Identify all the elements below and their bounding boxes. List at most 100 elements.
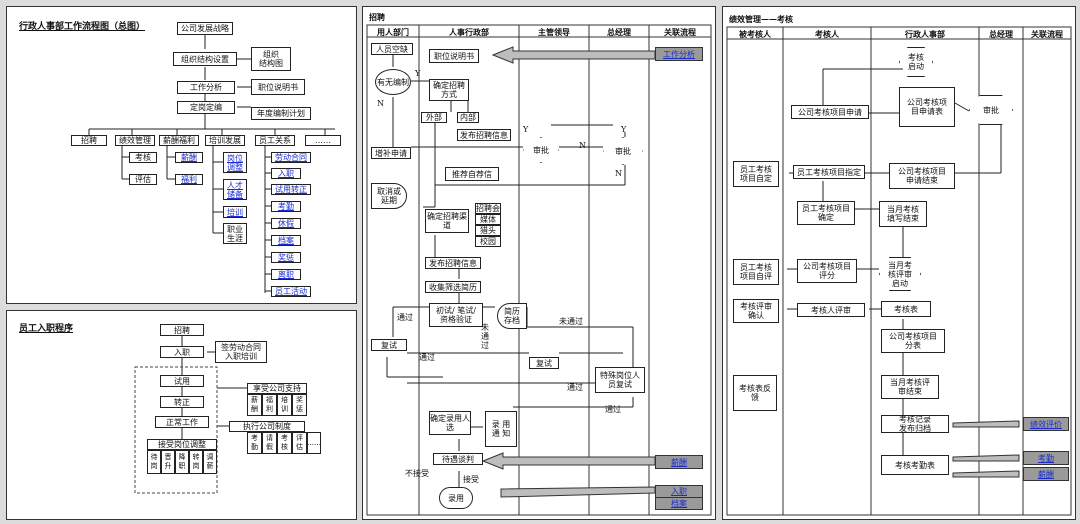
link-welfare[interactable]: 福利 [175, 174, 203, 185]
rules-title: 执行公司制度 [229, 421, 305, 432]
cat-more: …… [305, 135, 341, 146]
perf-eval-link[interactable]: 绩效评价 [1023, 417, 1069, 431]
panel-performance: 绩效管理——考核 [722, 6, 1076, 520]
salary-link[interactable]: 薪酬 [1023, 467, 1069, 481]
panel-title: 招聘 [369, 12, 385, 22]
cat-recruit: 招聘 [71, 135, 107, 146]
lane-header: 用人部门 [377, 27, 409, 37]
link-leave[interactable]: 休假 [271, 218, 301, 229]
cat-relations: 员工关系 [255, 135, 295, 146]
adjust-item: 调薪 [203, 450, 217, 474]
cat-compensation: 薪酬福利 [159, 135, 199, 146]
link-probation[interactable]: 试用转正 [271, 184, 311, 195]
salary-link[interactable]: 薪酬 [655, 455, 703, 469]
lane-header: 行政人事部 [905, 29, 945, 39]
lane-header: 总经理 [607, 27, 631, 37]
panel2-connectors [134, 336, 247, 494]
adjust-item: 降职 [175, 450, 189, 474]
career-box: 职业 生涯 [223, 223, 247, 244]
jd-doc: 职位说明书 [429, 49, 479, 63]
self-rate-box: 员工考核 项目自评 [733, 259, 779, 285]
panel4-grid [726, 26, 1072, 516]
notice-doc: 录 用 通 知 [485, 411, 517, 447]
link-salary[interactable]: 薪酬 [175, 152, 203, 163]
rules-item: …… [307, 432, 321, 454]
panel-title: 员工入职程序 [19, 324, 74, 334]
negotiate-box: 待遇谈判 [433, 453, 483, 465]
support-item: 奖惩 [292, 394, 307, 416]
org-chart-doc: 组织 结构图 [251, 47, 291, 71]
file-link[interactable]: 档案 [655, 497, 703, 510]
perf-assess: 考核 [129, 152, 157, 163]
lane-header: 考核人 [815, 29, 839, 39]
support-item: 培训 [277, 394, 292, 416]
label-fail: 未 通 过 [481, 323, 489, 350]
test-box: 初试/ 笔试/ 资格验证 [429, 303, 483, 327]
assess-table-doc: 考核表 [881, 301, 931, 317]
support-item: 薪酬 [247, 394, 262, 416]
panel1-connectors [88, 34, 335, 293]
job-analysis-link[interactable]: 工作分析 [655, 47, 703, 61]
label-accept: 接受 [463, 475, 479, 484]
link-activity[interactable]: 员工活动 [271, 286, 311, 297]
apply-form-doc: 公司考核项 目申请表 [899, 87, 955, 127]
link-post-adjust[interactable]: 岗位 调整 [223, 152, 247, 173]
link-reward[interactable]: 奖惩 [271, 252, 301, 263]
job-analysis-box: 工作分析 [177, 81, 235, 94]
hire-box: 确定录用人 选 [429, 411, 471, 435]
panel-onboarding: 员工入职程序 招聘 入职 签劳动合同 入职培训 试用 转正 正常工作 享受公司支… [6, 310, 357, 520]
label-n: N [579, 141, 586, 150]
collect-box: 收集筛选简历 [425, 281, 481, 293]
retest-box: 复试 [371, 339, 407, 351]
lane-header: 被考核人 [739, 29, 771, 39]
link-resign[interactable]: 离职 [271, 269, 301, 280]
step-onboard: 入职 [160, 346, 204, 358]
label-n: N [377, 99, 384, 108]
channel-box: 确定招聘渠 道 [425, 209, 469, 233]
label-pass: 通过 [397, 313, 413, 322]
lane-header: 关联流程 [1031, 29, 1063, 39]
record-box: 考核记录 发布归档 [881, 415, 949, 433]
org-structure-box: 组织结构设置 [173, 52, 237, 66]
lane-header: 人事行政部 [449, 27, 489, 37]
quota-decision: 有无编制 [375, 69, 411, 95]
feedback-doc: 考核表反 馈 [733, 375, 777, 411]
step-probation: 试用 [160, 375, 204, 387]
link-attendance[interactable]: 考勤 [271, 201, 301, 212]
attend-doc: 考核考勤表 [881, 455, 949, 475]
rules-item: 考核 [277, 432, 292, 454]
link-talent-pool[interactable]: 人才 储备 [223, 179, 247, 200]
label-pass: 通过 [419, 353, 435, 362]
plan-method: 确定招聘 方式 [429, 79, 469, 101]
label-y: Y [621, 125, 627, 134]
step-recruit: 招聘 [160, 324, 204, 336]
channel-item: 媒体 [475, 214, 501, 225]
month-fill-box: 当月考核 填写结束 [879, 201, 927, 227]
review-box: 考核人评审 [797, 303, 865, 317]
link-onboard[interactable]: 入职 [271, 168, 301, 179]
support-title: 享受公司支持 [247, 383, 307, 394]
label-fail: 未通过 [559, 317, 583, 326]
annual-plan-doc: 年度编制计划 [251, 107, 311, 120]
panel-title: 行政人事部工作流程图（总图） [19, 22, 146, 32]
link-contract[interactable]: 劳动合同 [271, 152, 311, 163]
review-confirm-box: 考核评审 确认 [733, 299, 779, 323]
cat-performance: 绩效管理 [115, 135, 155, 146]
month-end-box: 当月考核评 审结束 [881, 375, 939, 399]
label-reject: 不接受 [405, 469, 429, 478]
perf-eval: 评估 [129, 174, 157, 185]
step-confirm: 转正 [160, 396, 204, 408]
panel3-grid [366, 24, 712, 516]
attendance-link[interactable]: 考勤 [1023, 451, 1069, 465]
special-retest: 特殊岗位人 员复试 [595, 367, 645, 393]
confirm-box: 员工考核项目 确定 [797, 201, 855, 225]
link-archive[interactable]: 档案 [271, 235, 301, 246]
lane-header: 主管领导 [538, 27, 570, 37]
channel-item: 校园 [475, 236, 501, 247]
publish-box: 发布招聘信息 [425, 257, 481, 269]
retest-box-2: 复试 [529, 357, 559, 369]
apply-box: 公司考核项目申请 [791, 105, 869, 119]
link-training[interactable]: 培训 [223, 206, 247, 218]
lane-header: 总经理 [989, 29, 1013, 39]
adjust-item: 转岗 [189, 450, 203, 474]
